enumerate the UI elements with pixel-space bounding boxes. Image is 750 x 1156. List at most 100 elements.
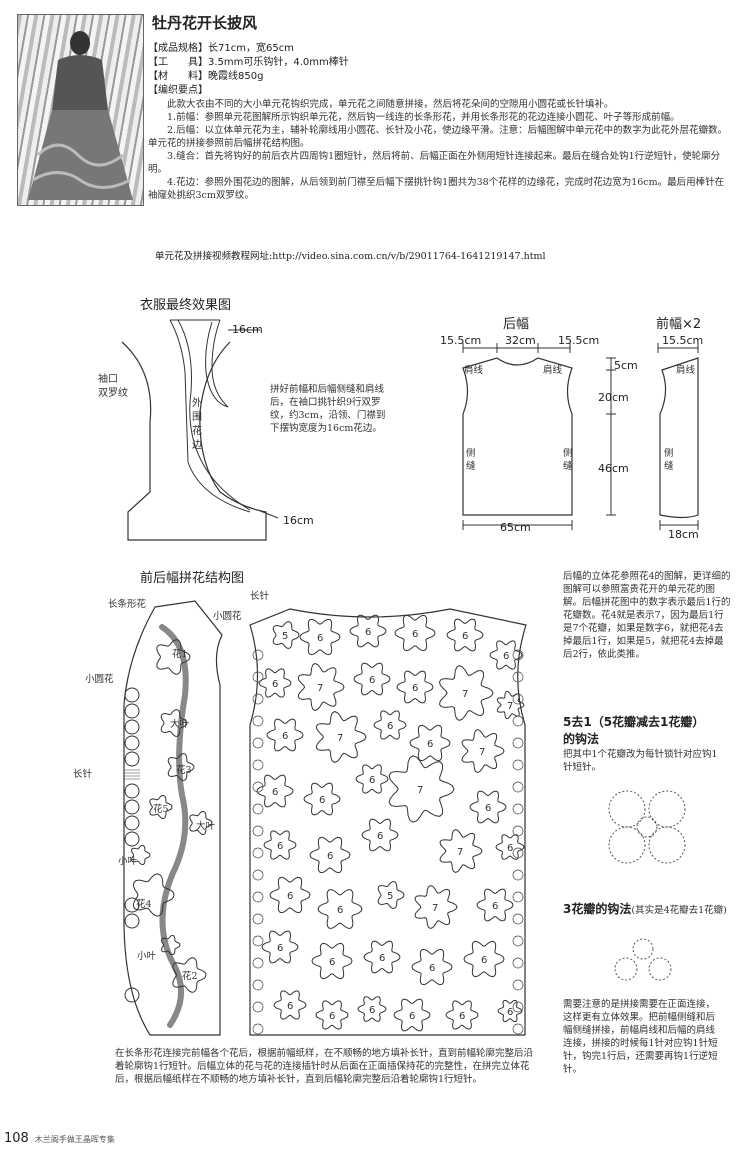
small-round-flower <box>252 693 264 705</box>
flower-motif <box>315 711 367 763</box>
flower-petal-count: 6 <box>387 721 393 732</box>
small-round-flower <box>252 825 264 837</box>
front-flower-big-leaf-1: 大叶 <box>170 719 190 730</box>
sleeve-label: 袖口 <box>98 374 118 385</box>
small-round-flower <box>252 1023 264 1035</box>
flower-motif <box>303 782 341 816</box>
flower-petal-count: 6 <box>282 731 288 742</box>
front-width-top: 15.5cm <box>662 334 704 347</box>
small-round-flower <box>512 847 524 859</box>
instructions: 此款大衣由不同的大小单元花钩织完成，单元花之间随意拼接，然后将花朵间的空隙用小圆… <box>148 98 733 202</box>
flower-motif <box>469 790 507 824</box>
flower-motif <box>495 834 525 860</box>
flower-petal-count: 7 <box>317 683 323 694</box>
instruction-front: 1.前幅：参照单元花图解所示钩织单元花，然后钩一线连的长条形花，并用长条形花的花… <box>167 112 680 123</box>
video-url: 单元花及拼接视频教程网址:http://video.sina.com.cn/v/… <box>155 251 546 262</box>
small-round-flower <box>252 1001 264 1013</box>
flower-petal-count: 7 <box>337 733 343 744</box>
front-panel-diagram <box>657 343 699 530</box>
flower-motif <box>414 884 458 930</box>
method-5-minus-1-heading: 5去1（5花瓣减去1花瓣） <box>563 715 705 729</box>
back-shoulder-right: 肩线 <box>543 365 563 376</box>
final-effect-diagram <box>121 319 279 541</box>
small-round-flower <box>512 869 524 881</box>
flower-motif <box>256 774 294 808</box>
instruction-intro: 此款大衣由不同的大小单元花钩织完成，单元花之间随意拼接，然后将花朵间的空隙用小圆… <box>167 99 614 110</box>
flower-motif <box>149 794 173 820</box>
flower-petal-count: 6 <box>272 679 278 690</box>
hem-width-label: 16cm <box>283 514 314 527</box>
small-round-flower <box>512 759 524 771</box>
flower-motif <box>489 640 523 670</box>
back-panel-title: 后幅 <box>503 317 530 332</box>
small-round-flower <box>252 957 264 969</box>
small-round-flower <box>252 935 264 947</box>
flower-petal-count: 7 <box>457 847 463 858</box>
method-5-minus-1-heading-2: 的钩法 <box>563 732 600 746</box>
front-flower-4: 花4 <box>136 899 152 910</box>
label-small-round-flower: 小圆花 <box>85 674 114 685</box>
flower-motif <box>130 845 151 865</box>
flower-petal-count: 6 <box>427 739 433 750</box>
small-round-flower <box>512 825 524 837</box>
small-round-flower <box>512 781 524 793</box>
method-3-petal-heading: 3花瓣的钩法(其实是4花瓣去1花瓣) <box>563 902 727 916</box>
flower-motif <box>373 710 407 740</box>
flower-motif <box>439 828 483 874</box>
small-round-flower <box>512 935 524 947</box>
front-bottom-width: 18cm <box>668 528 699 541</box>
model-photo <box>17 14 144 206</box>
flower-motif <box>167 753 195 781</box>
small-round-flower <box>512 693 524 705</box>
flower-motif <box>172 957 207 993</box>
back-width-right: 15.5cm <box>558 334 600 347</box>
flower-motif <box>156 639 191 675</box>
small-round-flower <box>252 737 264 749</box>
spec-keypoints: 【编织要点】 <box>148 85 208 96</box>
flower-motif <box>269 876 311 914</box>
flower-motif <box>393 998 431 1032</box>
back-height-mid: 20cm <box>598 391 629 404</box>
small-round-flower <box>252 869 264 881</box>
flower-petal-count: 6 <box>327 851 333 862</box>
flower-motif <box>438 665 494 721</box>
back-shoulder-left: 肩线 <box>464 365 484 376</box>
instruction-back: 2.后幅：以立体单元花为主，辅补轮廓线用小圆花、长针及小花，使边缘平滑。注意：后… <box>148 125 728 149</box>
front-flower-small-leaf-1: 小叶 <box>118 856 138 867</box>
small-round-flower <box>512 1023 524 1035</box>
flower-motif <box>497 999 523 1023</box>
flower-petal-count: 6 <box>365 627 371 638</box>
label-long-stitch-2: 长针 <box>250 591 270 602</box>
flower-petal-count: 6 <box>412 683 418 694</box>
flower-motif <box>132 873 175 917</box>
back-height-top: 5cm <box>614 359 638 372</box>
flower-motif <box>377 881 405 909</box>
small-round-flower <box>252 847 264 859</box>
small-round-flower <box>512 649 524 661</box>
flower-petal-count: 6 <box>329 1011 335 1022</box>
label-small-round-flower-2: 小圆花 <box>213 611 242 622</box>
flower-petal-count: 6 <box>429 963 435 974</box>
flower-motif <box>446 618 484 652</box>
flower-petal-count: 6 <box>287 891 293 902</box>
flower-motif <box>463 940 505 978</box>
flower-motif <box>476 888 514 922</box>
flower-motif <box>261 930 299 964</box>
flower-petal-count: 6 <box>317 633 323 644</box>
front-side-seam-label: 侧缝 <box>664 448 674 472</box>
flower-motif <box>355 764 389 794</box>
joining-note: 需要注意的是拼接需要在正面连接，这样更有立体效果。把前幅侧缝和后幅侧缝拼接，前幅… <box>563 999 718 1075</box>
front-flower-2: 花2 <box>182 971 198 982</box>
small-round-flower <box>252 803 264 815</box>
outer-edge-label: 外围花边 <box>192 398 202 451</box>
instruction-seam: 3.缝合：首先将钩好的前后衣片四周钩1圈短针，然后将前、后幅正面在外侧用短针连接… <box>148 151 721 175</box>
flower-motif <box>353 662 391 696</box>
page-number: 108 <box>4 1131 29 1146</box>
flower-motif <box>273 990 307 1020</box>
small-round-flower <box>252 671 264 683</box>
flower-motif <box>388 755 455 823</box>
flower-petal-count: 6 <box>481 955 487 966</box>
flower-motif <box>396 670 434 704</box>
front-shoulder-label: 肩线 <box>676 365 696 376</box>
